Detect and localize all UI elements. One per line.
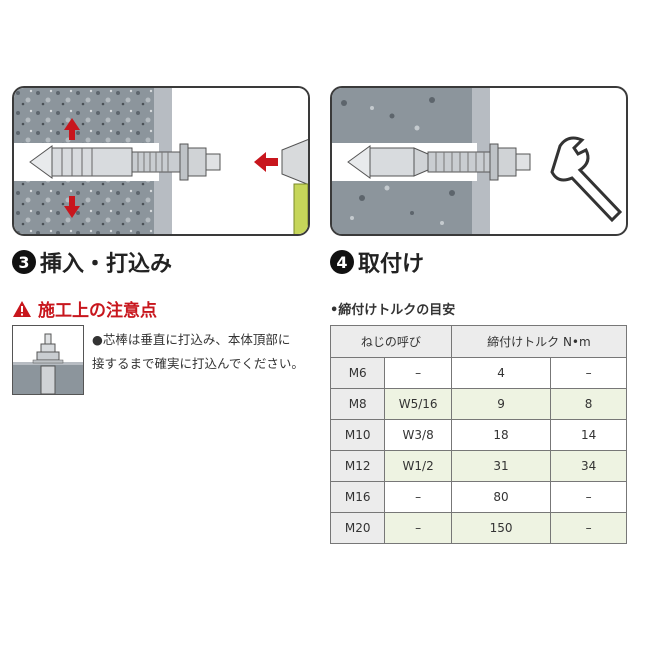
cell-size: M8: [329, 388, 386, 420]
cell-torque-inch: –: [550, 357, 627, 389]
cell-torque-inch: 8: [550, 388, 627, 420]
table-row: M16–80–: [329, 481, 627, 513]
caution-title: 施工上の注意点: [38, 301, 157, 321]
header-screw-size: ねじの呼び: [330, 325, 452, 358]
step-number-badge: 4: [330, 250, 354, 274]
cell-inch: –: [384, 512, 452, 544]
cell-inch: W3/8: [384, 419, 452, 451]
cell-torque-inch: –: [550, 512, 627, 544]
torque-heading: •締付けトルクの目安: [330, 303, 456, 318]
cell-torque-inch: 34: [550, 450, 627, 482]
caution-line-1: ●芯棒は垂直に打込み、本体頂部に: [92, 332, 291, 347]
step-number-badge: 3: [12, 250, 36, 274]
cell-size: M20: [329, 512, 386, 544]
cell-inch: W5/16: [384, 388, 452, 420]
caution-text: ●芯棒は垂直に打込み、本体頂部に 接するまで確実に打込んでください。: [92, 328, 312, 376]
cell-size: M10: [329, 419, 386, 451]
table-row: M6–4–: [329, 357, 627, 389]
header-torque: 締付けトルク N•m: [450, 325, 628, 358]
step-3-title: 3 挿入・打込み: [12, 246, 172, 278]
cell-torque-metric: 4: [450, 357, 552, 389]
cell-torque-inch: –: [550, 481, 627, 513]
cell-size: M16: [329, 481, 386, 513]
cell-inch: –: [384, 357, 452, 389]
cell-torque-metric: 9: [450, 388, 552, 420]
cell-torque-metric: 18: [450, 419, 552, 451]
cell-torque-metric: 31: [450, 450, 552, 482]
cell-size: M12: [329, 450, 386, 482]
caution-heading: 施工上の注意点: [12, 296, 157, 321]
cell-torque-metric: 150: [450, 512, 552, 544]
illustration-fasten: [330, 86, 628, 236]
hammer-icon: [281, 139, 308, 234]
cell-torque-inch: 14: [550, 419, 627, 451]
step-4-title: 4 取付け: [330, 246, 424, 278]
cell-torque-metric: 80: [450, 481, 552, 513]
cell-size: M6: [329, 357, 386, 389]
illustration-insert-hammer: [12, 86, 310, 236]
table-row: M20–150–: [329, 512, 627, 544]
table-header-row: ねじの呼び 締付けトルク N•m: [330, 325, 628, 358]
step-3-label: 挿入・打込み: [40, 252, 173, 277]
cell-inch: W1/2: [384, 450, 452, 482]
caution-line-2: 接するまで確実に打込んでください。: [92, 356, 304, 371]
cell-inch: –: [384, 481, 452, 513]
caution-illustration: [12, 325, 84, 395]
step-4-label: 取付け: [358, 252, 425, 277]
warning-icon: [13, 300, 31, 317]
wrench-icon: [550, 136, 623, 223]
